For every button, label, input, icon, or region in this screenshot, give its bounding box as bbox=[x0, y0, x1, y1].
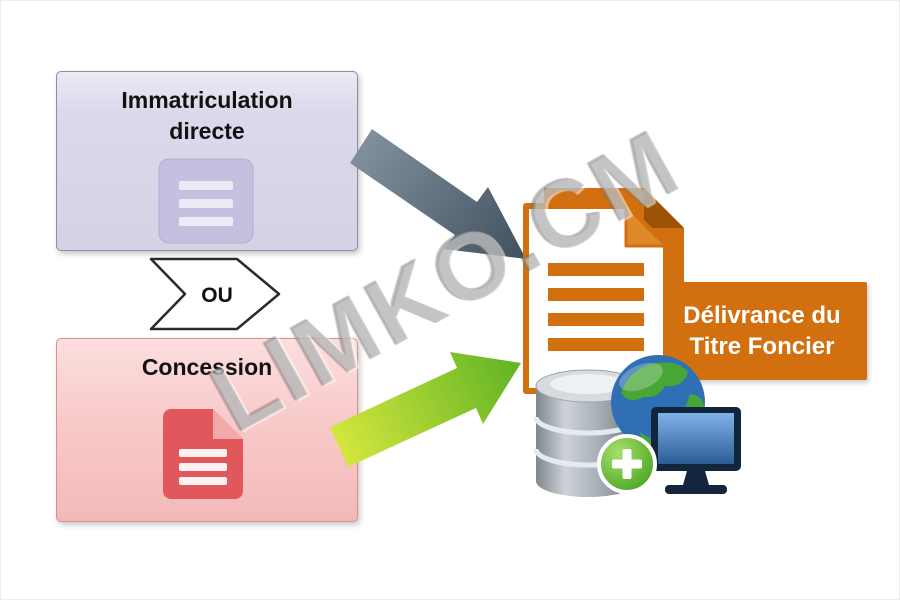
node-concession: Concession bbox=[56, 338, 358, 522]
add-icon bbox=[597, 434, 657, 494]
ou-label: OU bbox=[201, 284, 233, 307]
immatriculation-title-line2: directe bbox=[169, 118, 245, 145]
node-delivrance-titre-foncier: Délivrance du Titre Foncier bbox=[657, 282, 867, 380]
database-icon bbox=[533, 369, 643, 497]
node-immatriculation-directe: Immatriculation directe bbox=[56, 71, 358, 251]
monitor-icon bbox=[651, 407, 741, 494]
arrow-immatriculation-to-titre bbox=[350, 129, 526, 259]
delivrance-label-line1: Délivrance du bbox=[683, 301, 841, 329]
ou-connector: OU bbox=[149, 257, 281, 331]
arrow-concession-to-titre bbox=[330, 352, 521, 467]
concession-title: Concession bbox=[57, 352, 357, 383]
immatriculation-title-line1: Immatriculation bbox=[121, 87, 293, 113]
delivrance-label-line2: Titre Foncier bbox=[689, 333, 835, 360]
immatriculation-title: Immatriculation directe bbox=[57, 85, 357, 147]
concession-title-label: Concession bbox=[141, 354, 273, 380]
ou-chevron-shape bbox=[149, 257, 281, 331]
